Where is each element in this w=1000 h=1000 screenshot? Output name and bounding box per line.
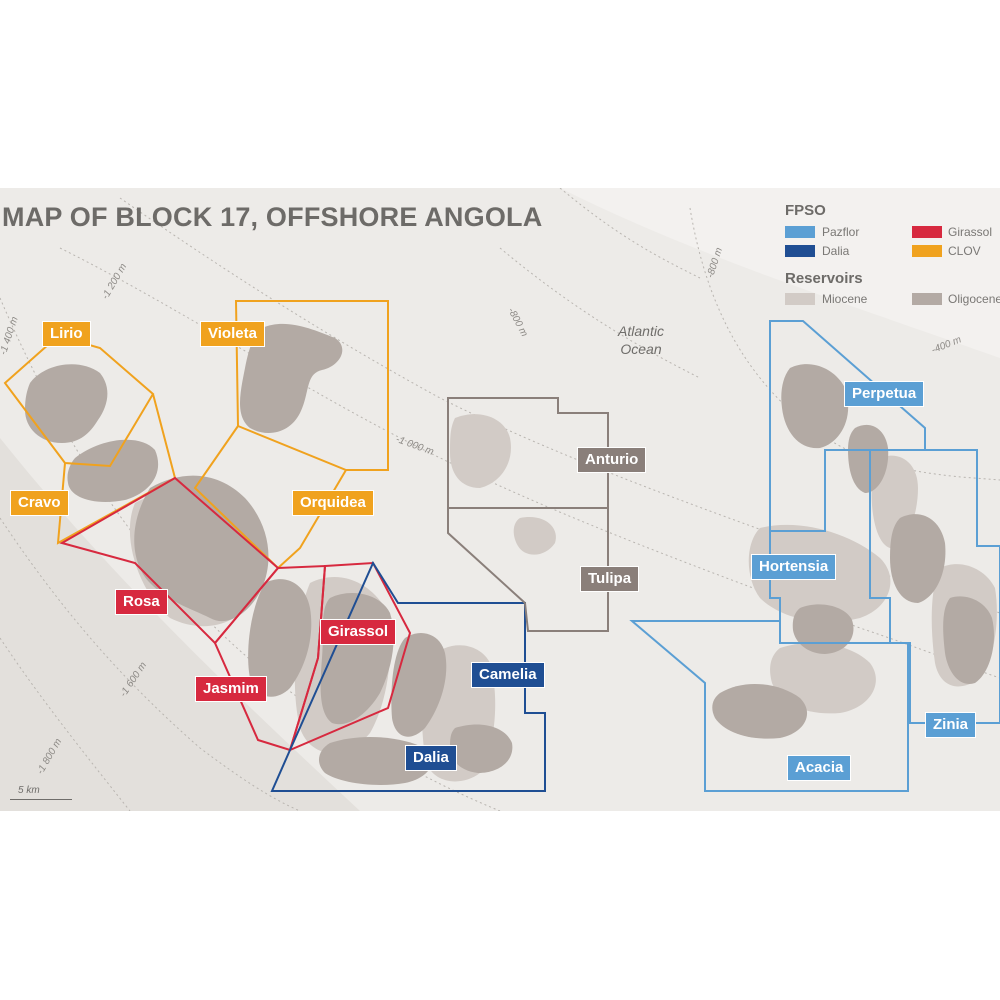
scale-bar <box>10 799 72 800</box>
field-label-orquidea: Orquidea <box>292 490 374 516</box>
field-label-lirio: Lirio <box>42 321 91 347</box>
legend-label: CLOV <box>948 244 981 258</box>
legend-swatch <box>912 293 942 305</box>
map-canvas <box>0 188 1000 811</box>
legend-label: Dalia <box>822 244 850 258</box>
field-label-tulipa: Tulipa <box>580 566 640 592</box>
ocean-label: Atlantic Ocean <box>605 322 677 358</box>
field-label-acacia: Acacia <box>787 755 852 781</box>
zinia-block <box>869 449 1000 724</box>
pazflor-blocks <box>629 320 1000 792</box>
legend-swatch <box>785 293 815 305</box>
ocean-label-line1: Atlantic <box>618 323 664 339</box>
legend-swatch <box>912 226 942 238</box>
legend-label: Pazflor <box>822 225 860 239</box>
block-17-map: MAP OF BLOCK 17, OFFSHORE ANGOLA Atlanti… <box>0 188 1000 811</box>
field-label-hortensia: Hortensia <box>751 554 837 580</box>
legend-label: Oligocene <box>948 292 1000 306</box>
field-label-girassol: Girassol <box>320 619 397 645</box>
violeta-block <box>234 300 389 471</box>
acacia-block <box>629 620 909 792</box>
shelf-band <box>560 188 1000 358</box>
undeveloped-blocks <box>447 397 609 632</box>
field-label-anturio: Anturio <box>577 447 647 473</box>
field-label-perpetua: Perpetua <box>844 381 925 407</box>
field-label-jasmim: Jasmim <box>195 676 267 702</box>
legend-label: Miocene <box>822 292 868 306</box>
field-label-violeta: Violeta <box>200 321 265 347</box>
scale-label: 5 km <box>18 785 40 796</box>
field-label-cravo: Cravo <box>10 490 69 516</box>
legend-swatch <box>785 226 815 238</box>
oligocene-reservoirs <box>25 323 995 785</box>
anturio-tulipa-block <box>447 397 609 632</box>
legend-fpso-heading: FPSO <box>785 202 826 219</box>
ocean-label-line2: Ocean <box>620 341 662 357</box>
deep-water-band <box>0 438 360 811</box>
dalia-blocks <box>270 560 546 792</box>
field-label-dalia: Dalia <box>405 745 457 771</box>
legend-swatch <box>912 245 942 257</box>
dalia-camelia-block <box>270 560 546 792</box>
field-label-zinia: Zinia <box>925 712 977 738</box>
legend-label: Girassol <box>948 225 993 239</box>
legend-reservoirs-heading: Reservoirs <box>785 270 863 287</box>
field-label-camelia: Camelia <box>471 662 545 688</box>
field-label-rosa: Rosa <box>115 589 168 615</box>
map-title: MAP OF BLOCK 17, OFFSHORE ANGOLA <box>2 202 543 232</box>
legend-swatch <box>785 245 815 257</box>
